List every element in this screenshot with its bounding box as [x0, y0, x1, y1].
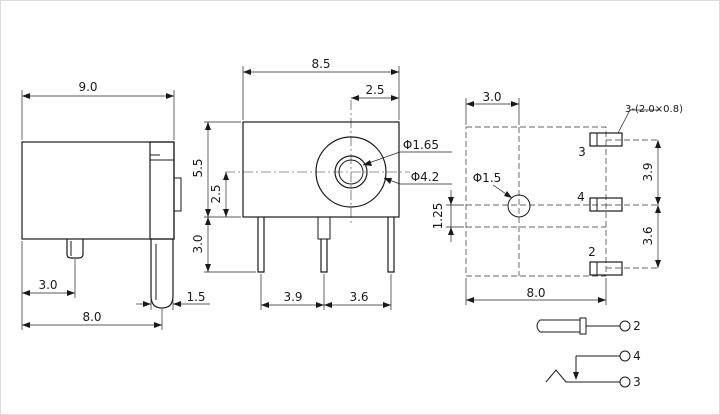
arrow: [448, 227, 454, 235]
dim-footprint-right-lower: 3.6: [641, 226, 655, 245]
arrow: [655, 260, 661, 268]
arrow: [166, 93, 174, 99]
schematic-symbol: 2 4 3: [536, 317, 641, 389]
side-view: 9.0 3.0 8.0 1.5: [21, 80, 210, 330]
arrow: [466, 297, 474, 303]
pad-spec: 3-(2.0×0.8): [625, 104, 683, 115]
arrow: [573, 372, 579, 380]
side-front-pin: [150, 239, 174, 309]
arrow: [223, 172, 229, 180]
dim-inner-dia: Φ1.65: [403, 138, 439, 152]
pad-4-label: 4: [577, 190, 585, 204]
arrow: [448, 197, 454, 205]
schematic-pin-2: 2: [633, 319, 641, 333]
wire-pin3: [545, 369, 620, 383]
terminal-pin3: [619, 376, 631, 388]
side-small-pin: [66, 239, 84, 259]
front-pin-left: [257, 217, 265, 273]
arrow: [143, 301, 151, 307]
side-bump: [173, 177, 182, 212]
dim-footprint-width: 8.0: [526, 286, 545, 300]
arrow: [383, 302, 391, 308]
pad-4: [589, 197, 623, 212]
arrow: [205, 264, 211, 272]
arrow: [655, 197, 661, 205]
terminal-pin2: [619, 320, 631, 332]
arrow: [261, 302, 269, 308]
arrow: [22, 290, 30, 296]
arrow: [511, 101, 519, 107]
arrow: [384, 178, 392, 184]
front-view: 8.5 2.5 5.5 2.5 3.0 Φ1.65 Φ4.2: [191, 57, 452, 310]
arrow: [223, 209, 229, 217]
dim-front-hole-height: 2.5: [209, 184, 223, 203]
arrow: [324, 302, 332, 308]
arrow: [466, 101, 474, 107]
dim-outer-dia: Φ4.2: [411, 170, 440, 184]
arrow: [655, 205, 661, 213]
arrow: [504, 191, 512, 198]
schematic-pin-4: 4: [633, 349, 641, 363]
dim-front-hole-offset: 2.5: [365, 83, 384, 97]
arrow: [598, 297, 606, 303]
arrow: [205, 122, 211, 130]
front-pin-mid: [320, 239, 328, 273]
arrow: [22, 93, 30, 99]
schematic-pin-3: 3: [633, 375, 641, 389]
arrow: [351, 95, 359, 101]
arrow: [655, 140, 661, 148]
arrow: [205, 209, 211, 217]
arrow: [67, 290, 75, 296]
dim-footprint-top-offset: 3.0: [482, 90, 501, 104]
dim-front-height: 5.5: [191, 158, 205, 177]
arrow: [205, 217, 211, 225]
dim-side-pin-offset: 3.0: [38, 278, 57, 292]
pad-3-label: 3: [578, 145, 586, 159]
arrow: [391, 69, 399, 75]
pad-3: [589, 132, 623, 147]
dim-side-width-bottom: 8.0: [82, 310, 101, 324]
dim-front-pin-height: 3.0: [191, 234, 205, 253]
arrow: [22, 322, 30, 328]
leader-pad-spec: [617, 109, 631, 134]
arrow: [173, 301, 181, 307]
dim-pin-spacing-left: 3.9: [283, 290, 302, 304]
front-pin-mid-top: [317, 216, 331, 240]
front-pin-right: [387, 217, 395, 273]
arrow: [154, 322, 162, 328]
pad-2-label: 2: [588, 245, 596, 259]
dim-hole-dia: Φ1.5: [473, 171, 502, 185]
arrow: [316, 302, 324, 308]
dim-side-pin-dia: 1.5: [186, 290, 205, 304]
plug-body: [536, 319, 581, 333]
dim-pin-spacing-right: 3.6: [349, 290, 368, 304]
dim-footprint-right-upper: 3.9: [641, 162, 655, 181]
mount-hole: [507, 194, 531, 218]
dim-footprint-left-offset: 1.25: [431, 203, 445, 230]
dim-side-width-top: 9.0: [78, 80, 97, 94]
terminal-pin4: [619, 350, 631, 362]
pad-2: [589, 261, 623, 276]
arrow: [243, 69, 251, 75]
footprint-view: 3 4 2 3.0 3-(2.0×0.8) Φ1.5 3.9 3.6 1.25: [431, 90, 683, 305]
arrow: [391, 95, 399, 101]
dim-front-width: 8.5: [311, 57, 330, 71]
arrow: [363, 160, 372, 166]
